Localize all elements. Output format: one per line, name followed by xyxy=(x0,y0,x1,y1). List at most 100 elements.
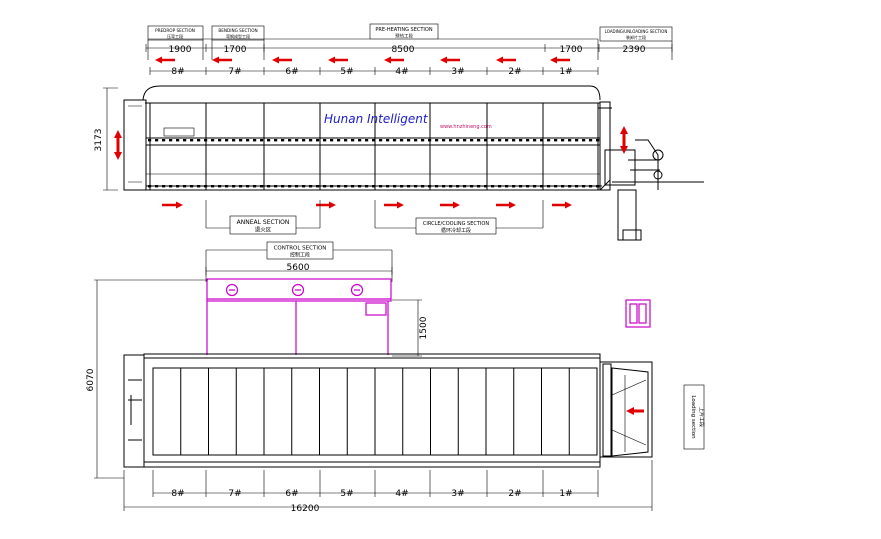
roller-bottom-10 xyxy=(218,185,222,188)
roller-top-21 xyxy=(295,139,299,142)
roller-top-42 xyxy=(442,139,446,142)
loading-en: LOADING/UNLOADING SECTION xyxy=(605,29,668,34)
roller-top-58 xyxy=(554,139,558,142)
roller-top-15 xyxy=(253,139,257,142)
roller-bottom-59 xyxy=(561,185,565,188)
roller-bottom-32 xyxy=(372,185,376,188)
roller-bottom-35 xyxy=(393,185,397,188)
roller-bottom-12 xyxy=(232,185,236,188)
roller-bottom-21 xyxy=(295,185,299,188)
roller-top-57 xyxy=(547,139,551,142)
plan-chamber-8: 1# xyxy=(559,489,572,499)
right-lift-arrow xyxy=(620,126,628,154)
roller-top-23 xyxy=(309,139,313,142)
roller-top-31 xyxy=(365,139,369,142)
flow-arrow-bottom-6 xyxy=(552,201,572,209)
plan-chamber-6: 3# xyxy=(451,489,464,499)
anneal-en: ANNEAL SECTION xyxy=(237,219,290,226)
furnace-plan xyxy=(123,353,653,468)
roller-bottom-41 xyxy=(435,185,439,188)
roller-top-62 xyxy=(582,139,586,142)
roller-bottom-11 xyxy=(225,185,229,188)
plan-chamber-3: 6# xyxy=(285,489,298,499)
roller-bottom-45 xyxy=(463,185,467,188)
roller-top-64 xyxy=(596,139,600,142)
roller-top-32 xyxy=(372,139,376,142)
flow-arrow-top-5 xyxy=(384,56,404,64)
roller-bottom-20 xyxy=(288,185,292,188)
roller-top-34 xyxy=(386,139,390,142)
roller-bottom-38 xyxy=(414,185,418,188)
loading-side-label: Loading section 上片工段 xyxy=(683,384,705,450)
roller-bottom-27 xyxy=(337,185,341,188)
roller-bottom-40 xyxy=(428,185,432,188)
roller-top-16 xyxy=(260,139,264,142)
roller-top-27 xyxy=(337,139,341,142)
roller-bottom-53 xyxy=(519,185,523,188)
roller-top-3 xyxy=(169,139,173,142)
roller-top-10 xyxy=(218,139,222,142)
roller-top-56 xyxy=(540,139,544,142)
roller-bottom-7 xyxy=(197,185,201,188)
roller-top-26 xyxy=(330,139,334,142)
roller-bottom-26 xyxy=(330,185,334,188)
roller-top-1 xyxy=(155,139,159,142)
top-chamber-8: 1# xyxy=(559,67,572,77)
roller-top-5 xyxy=(183,139,187,142)
roller-top-30 xyxy=(358,139,362,142)
dim-1700b: 1700 xyxy=(560,45,583,55)
top-chamber-4: 5# xyxy=(340,67,353,77)
roller-top-12 xyxy=(232,139,236,142)
top-chamber-3: 6# xyxy=(285,67,298,77)
cooling-en: CIRCLE/COOLING SECTION xyxy=(423,221,489,227)
flow-arrow-top-1 xyxy=(155,56,175,64)
dim-16200: 16200 xyxy=(291,504,320,514)
top-chamber-5: 4# xyxy=(395,67,408,77)
roller-top-20 xyxy=(288,139,292,142)
roller-bottom-47 xyxy=(477,185,481,188)
roller-bottom-36 xyxy=(400,185,404,188)
roller-top-0 xyxy=(148,139,152,142)
top-chamber-6: 3# xyxy=(451,67,464,77)
flow-arrow-bottom-3 xyxy=(384,201,404,209)
loading-direction-arrow xyxy=(626,407,644,415)
loading-side-en: Loading section xyxy=(690,395,696,439)
roller-top-46 xyxy=(470,139,474,142)
roller-bottom-48 xyxy=(484,185,488,188)
roller-bottom-43 xyxy=(449,185,453,188)
roller-bottom-17 xyxy=(267,185,271,188)
roller-bottom-42 xyxy=(442,185,446,188)
roller-top-35 xyxy=(393,139,397,142)
left-lift-arrow xyxy=(114,130,122,160)
loading-side-cn: 上片工段 xyxy=(698,407,705,427)
roller-bottom-34 xyxy=(386,185,390,188)
plan-chamber-4: 5# xyxy=(340,489,353,499)
roller-bottom-22 xyxy=(302,185,306,188)
loading-section-label: LOADING/UNLOADING SECTION 装卸片工段 xyxy=(599,26,673,42)
roller-bottom-13 xyxy=(239,185,243,188)
control-en: CONTROL SECTION xyxy=(274,246,327,252)
roller-top-43 xyxy=(449,139,453,142)
roller-top-45 xyxy=(463,139,467,142)
roller-bottom-54 xyxy=(526,185,530,188)
roller-bottom-64 xyxy=(596,185,600,188)
roller-top-17 xyxy=(267,139,271,142)
roller-top-13 xyxy=(239,139,243,142)
roller-top-7 xyxy=(197,139,201,142)
roller-top-54 xyxy=(526,139,530,142)
flow-arrow-top-6 xyxy=(440,56,460,64)
roller-bottom-29 xyxy=(351,185,355,188)
roller-bottom-25 xyxy=(323,185,327,188)
roller-top-36 xyxy=(400,139,404,142)
roller-bottom-19 xyxy=(281,185,285,188)
roller-bottom-6 xyxy=(190,185,194,188)
dim-1700a: 1700 xyxy=(224,45,247,55)
roller-bottom-37 xyxy=(407,185,411,188)
flow-arrow-bottom-5 xyxy=(496,201,516,209)
roller-bottom-23 xyxy=(309,185,313,188)
roller-top-63 xyxy=(589,139,593,142)
roller-top-33 xyxy=(379,139,383,142)
roller-top-55 xyxy=(533,139,537,142)
roller-bottom-33 xyxy=(379,185,383,188)
roller-top-22 xyxy=(302,139,306,142)
